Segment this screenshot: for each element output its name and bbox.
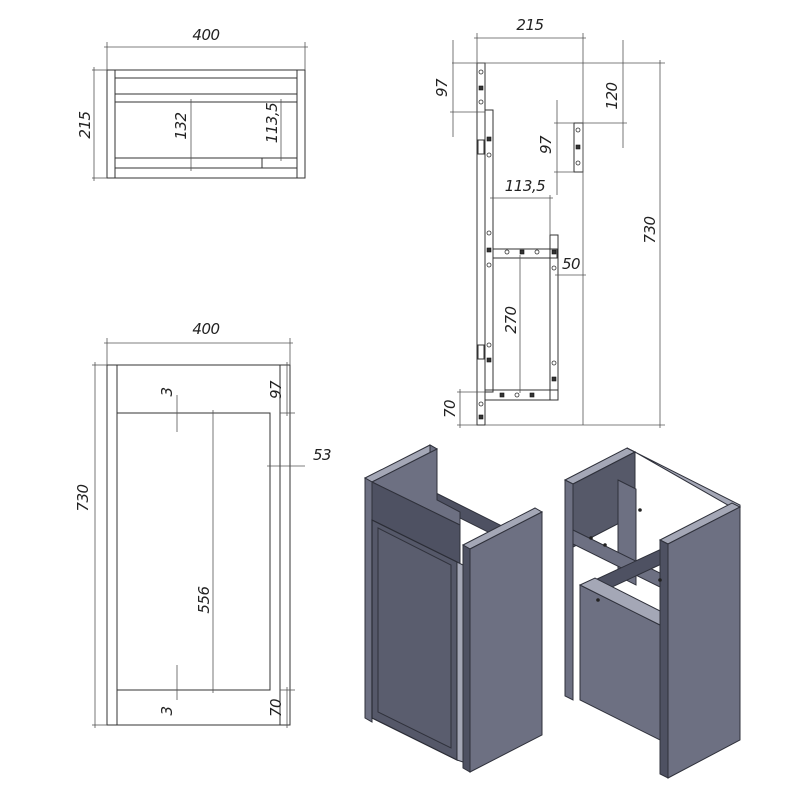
dim-label: 400 bbox=[192, 26, 219, 44]
right-side-panel bbox=[469, 511, 543, 773]
top-view: 400 215 132 113,5 bbox=[76, 26, 308, 181]
top-view-bracket bbox=[261, 157, 298, 169]
dim-side-top-rail: 97 bbox=[433, 40, 485, 137]
dim-top-shelf-height: 113,5 bbox=[263, 99, 282, 161]
side-panel bbox=[476, 62, 486, 426]
dim-label: 400 bbox=[192, 320, 219, 338]
dim-top-inner-height: 132 bbox=[172, 99, 192, 171]
dim-label: 3 bbox=[158, 706, 176, 715]
dim-label: 97 bbox=[267, 380, 285, 399]
dim-side-frame-height: 270 bbox=[502, 255, 521, 393]
dim-top-depth: 215 bbox=[76, 67, 107, 181]
dim-label: 97 bbox=[537, 135, 555, 154]
dim-side-depth: 215 bbox=[474, 16, 586, 63]
front-view-opening bbox=[116, 412, 271, 691]
dim-front-opening-height: 556 bbox=[195, 410, 214, 693]
front-view-outline bbox=[106, 364, 291, 726]
dim-label: 215 bbox=[516, 16, 543, 34]
dim-front-gap-top: 3 bbox=[158, 387, 178, 432]
dim-label: 730 bbox=[74, 484, 92, 511]
top-view-outline bbox=[106, 69, 306, 179]
dim-label: 556 bbox=[195, 586, 213, 613]
dim-label: 97 bbox=[433, 78, 451, 97]
dim-label: 730 bbox=[641, 216, 659, 243]
dim-side-height: 730 bbox=[452, 60, 665, 428]
dim-front-top-offset: 97 bbox=[267, 362, 295, 416]
frame-right-post bbox=[549, 234, 559, 401]
frame-bottom-bar bbox=[484, 389, 559, 401]
dim-label: 3 bbox=[158, 387, 176, 396]
dim-label: 70 bbox=[441, 400, 459, 418]
dim-label: 113,5 bbox=[505, 177, 545, 195]
dim-top-width: 400 bbox=[104, 26, 308, 70]
side-view: 215 730 97 120 97 113,5 50 bbox=[433, 16, 665, 428]
iso-cabinet-front bbox=[363, 444, 544, 773]
dim-label: 215 bbox=[76, 111, 94, 138]
dim-front-width: 400 bbox=[104, 320, 293, 365]
dim-side-plinth: 70 bbox=[441, 389, 485, 428]
dim-front-plinth: 70 bbox=[267, 687, 295, 728]
dim-side-frame-depth: 113,5 bbox=[490, 177, 553, 235]
iso-cabinet-rear bbox=[563, 447, 742, 779]
dim-front-height: 730 bbox=[74, 362, 107, 728]
dim-front-side-inset: 53 bbox=[267, 446, 332, 467]
dim-side-bracket-offset: 120 bbox=[583, 40, 627, 148]
dim-label: 270 bbox=[502, 306, 520, 333]
dim-label: 50 bbox=[562, 255, 580, 273]
right-side-panel bbox=[667, 506, 741, 779]
frame-top-bar bbox=[492, 248, 558, 259]
dim-label: 70 bbox=[267, 699, 285, 717]
front-view: 400 730 97 53 556 3 3 bbox=[74, 320, 332, 728]
dim-label: 120 bbox=[603, 82, 621, 109]
dim-label: 132 bbox=[172, 112, 190, 139]
dim-label: 53 bbox=[313, 446, 331, 464]
dim-side-bracket-height: 97 bbox=[537, 100, 574, 195]
dim-side-frame-inset: 50 bbox=[555, 255, 586, 276]
dim-front-gap-bottom: 3 bbox=[158, 665, 178, 716]
dim-label: 113,5 bbox=[263, 103, 281, 143]
